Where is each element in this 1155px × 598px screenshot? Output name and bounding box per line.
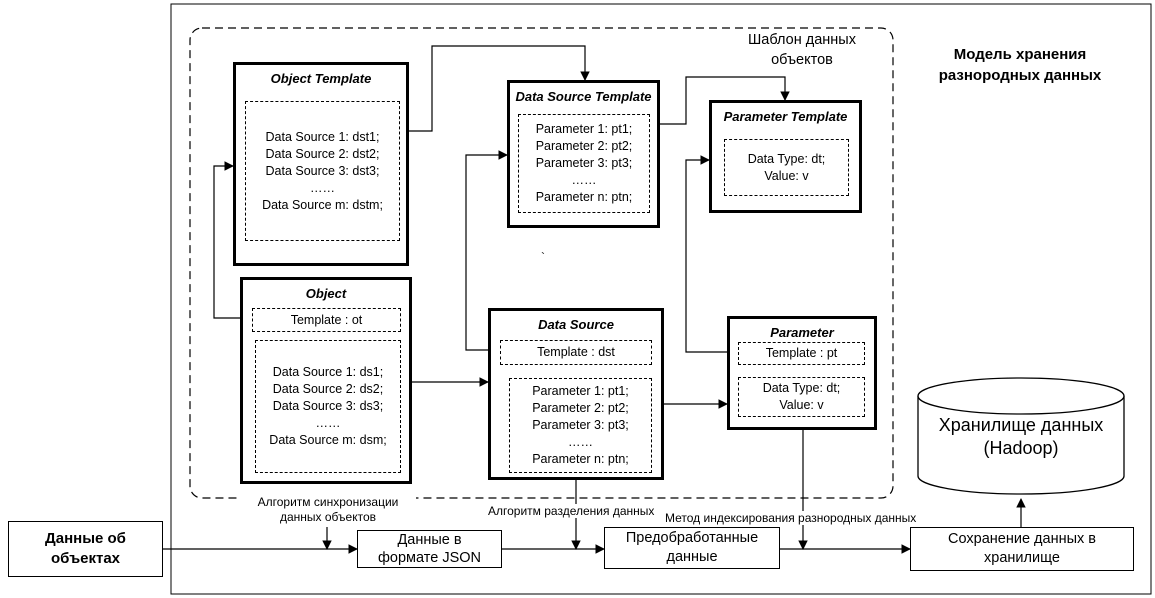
parameter-template-ref: Template : pt bbox=[738, 342, 865, 365]
data-source-title: Data Source bbox=[538, 317, 614, 332]
input-data-box: Данные об объектах bbox=[8, 521, 163, 577]
object-template-line: Data Source m: dstm; bbox=[262, 197, 383, 212]
object-template-line: Data Source 3: dst3; bbox=[265, 163, 380, 178]
parameter-template-box: Parameter Template Data Type: dt; Value:… bbox=[709, 100, 862, 213]
parameter-line: Value: v bbox=[779, 398, 824, 412]
object-template-title: Object Template bbox=[270, 71, 372, 86]
object-template-ref: Template : ot bbox=[252, 308, 401, 332]
data-source-template-fields: Parameter 1: pt1; Parameter 2: pt2; Para… bbox=[518, 114, 650, 213]
parameter-title: Parameter bbox=[770, 325, 834, 340]
preprocessed-data-box: Предобработанные данные bbox=[604, 527, 780, 569]
connector-pt1-to-parameter-template bbox=[648, 76, 790, 125]
parameter-template-line: Data Type: dt; bbox=[747, 151, 826, 166]
data-source-line: …… bbox=[568, 435, 593, 449]
parameter-template-fields: Data Type: dt; Value: v bbox=[724, 139, 849, 196]
parameter-fields: Data Type: dt; Value: v bbox=[738, 377, 865, 417]
data-source-template-line: Parameter 3: pt3; bbox=[535, 156, 633, 170]
data-source-line: Parameter 3: pt3; bbox=[532, 418, 629, 432]
data-source-template-title: Data Source Template bbox=[515, 89, 652, 104]
object-title: Object bbox=[305, 286, 347, 301]
object-line: Data Source 1: ds1; bbox=[272, 365, 384, 379]
connector-dst-to-dst-template bbox=[465, 150, 508, 351]
data-source-template-line: Parameter 2: pt2; bbox=[535, 139, 633, 153]
data-source-template-line: Parameter n: ptn; bbox=[535, 190, 633, 204]
object-line: …… bbox=[315, 416, 341, 430]
template-region bbox=[189, 27, 894, 499]
data-source-line: Parameter 2: pt2; bbox=[532, 401, 629, 415]
connector-dst1-to-dst-template bbox=[398, 45, 590, 132]
split-algorithm-label: Алгоритм разделения данных bbox=[488, 504, 655, 518]
data-source-line: Parameter 1: pt1; bbox=[532, 384, 629, 398]
data-source-fields: Parameter 1: pt1; Parameter 2: pt2; Para… bbox=[509, 378, 652, 473]
model-title: Модель хранения разнородных данных bbox=[938, 46, 1102, 84]
index-method-label: Метод индексирования разнородных данных bbox=[665, 511, 917, 525]
connector-pt-to-parameter-template bbox=[685, 155, 736, 353]
data-source-template-line: Parameter 1: pt1; bbox=[535, 122, 633, 136]
sync-algorithm-label: Алгоритм синхронизации данных объектов bbox=[240, 495, 416, 525]
json-data-box: Данные в формате JSON bbox=[357, 530, 502, 568]
object-template-fields: Data Source 1: dst1; Data Source 2: dst2… bbox=[245, 101, 400, 241]
object-template-box: Object Template Data Source 1: dst1; Dat… bbox=[233, 62, 409, 266]
object-fields: Data Source 1: ds1; Data Source 2: ds2; … bbox=[255, 340, 401, 473]
parameter-template-title: Parameter Template bbox=[723, 109, 848, 124]
parameter-line: Data Type: dt; bbox=[762, 381, 841, 395]
stray-mark: ` bbox=[541, 250, 545, 264]
object-line: Data Source 3: ds3; bbox=[272, 399, 384, 413]
data-source-line: Parameter n: ptn; bbox=[532, 452, 629, 466]
outer-frame bbox=[170, 3, 1152, 595]
data-source-template-ref: Template : dst bbox=[500, 340, 652, 365]
object-template-line: …… bbox=[310, 180, 335, 195]
data-source-box: Data Source Template : dst Parameter 1: … bbox=[488, 308, 664, 480]
parameter-box: Parameter Template : pt Data Type: dt; V… bbox=[727, 316, 877, 430]
object-line: Data Source 2: ds2; bbox=[272, 382, 384, 396]
template-region-title: Шаблон данных объектов bbox=[722, 30, 882, 70]
data-source-template-box: Data Source Template Parameter 1: pt1; P… bbox=[507, 80, 660, 228]
object-line: Data Source m: dsm; bbox=[269, 433, 387, 447]
save-data-box: Сохранение данных в хранилище bbox=[910, 527, 1134, 571]
connector-ot-to-object-template bbox=[213, 161, 250, 319]
object-template-line: Data Source 1: dst1; bbox=[265, 129, 380, 144]
parameter-template-line: Value: v bbox=[764, 168, 809, 183]
storage-cylinder bbox=[917, 377, 1125, 495]
data-source-template-line: …… bbox=[571, 173, 597, 187]
storage-label: Хранилище данных (Hadoop) bbox=[938, 415, 1104, 458]
object-box: Object Template : ot Data Source 1: ds1;… bbox=[240, 277, 412, 484]
object-template-line: Data Source 2: dst2; bbox=[265, 146, 380, 161]
